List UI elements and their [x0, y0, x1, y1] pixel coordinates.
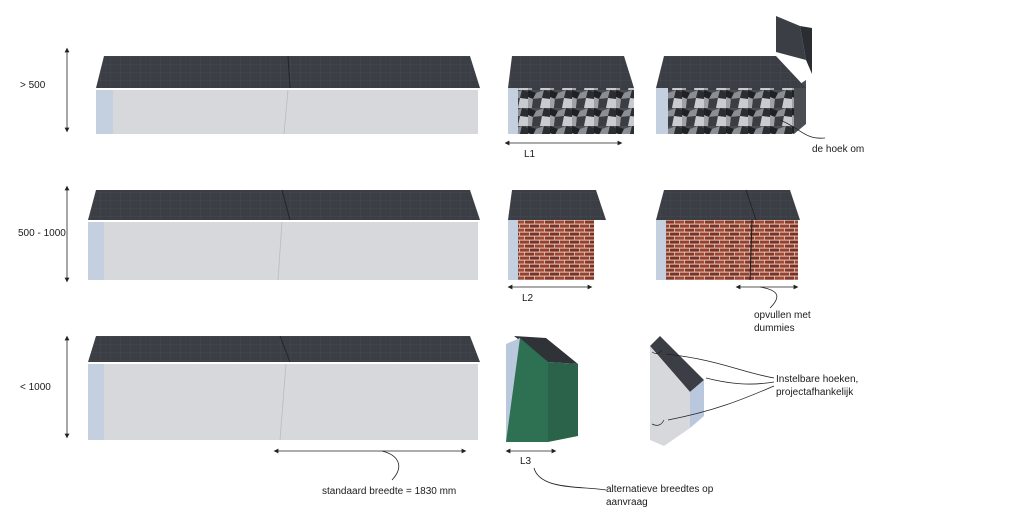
green-face — [506, 338, 548, 442]
row-label-1: > 500 — [20, 80, 46, 91]
annotation-adjustable-line1: Instelbare hoeken, — [776, 374, 858, 385]
panel-brick-with-dummy: opvullen met dummies — [656, 189, 811, 334]
dimension-l2-label: L2 — [522, 293, 534, 304]
leader-alt-widths — [533, 467, 607, 491]
annotation-dummy-line2: dummies — [754, 323, 795, 334]
row-label-2: 500 - 1000 — [18, 228, 66, 239]
dimension-l3-label: L3 — [520, 456, 532, 467]
panel-l3-green: L3 alternatieve breedtes op aanvraag — [505, 336, 714, 508]
panel-front — [113, 90, 478, 134]
leader-adjustable-3 — [667, 385, 775, 421]
corner-cap-upright — [776, 16, 806, 60]
annotation-dummy-line1: opvullen met — [754, 310, 811, 321]
annotation-alt-widths-line1: alternatieve breedtes op — [606, 484, 714, 495]
panel-adjustable-corner: Instelbare hoeken, projectafhankelijk — [650, 336, 858, 446]
cap-top — [96, 56, 480, 88]
leader-corner — [779, 119, 826, 139]
rock-face — [518, 88, 634, 134]
dimension-l1-label: L1 — [524, 149, 536, 160]
dimension-standard-label: standaard breedte = 1830 mm — [322, 486, 456, 497]
standard-panel-wall — [96, 55, 480, 135]
brick-face — [518, 220, 594, 280]
standard-panel-wall-2 — [88, 189, 480, 281]
row-1: > 500 L1 de hoek om — [20, 16, 864, 160]
annotation-alt-widths-line2: aanvraag — [606, 497, 648, 508]
panel-l1-rock: L1 — [504, 56, 634, 160]
leader-adjustable-2 — [705, 377, 775, 385]
leader-dummy — [759, 286, 778, 309]
annotation-corner: de hoek om — [812, 144, 864, 155]
panel-corner-rock: de hoek om — [656, 16, 864, 155]
panel-l2-brick: L2 — [507, 190, 606, 304]
row-label-3: < 1000 — [20, 382, 51, 393]
annotation-adjustable-line2: projectafhankelijk — [776, 387, 854, 398]
row-2: 500 - 1000 L2 opvullen met dummies — [18, 185, 811, 334]
standard-panel-wall-3: standaard breedte = 1830 mm — [88, 335, 480, 497]
row-3: < 1000 standaard breedte = 1830 mm L3 al… — [20, 335, 858, 508]
panel-side — [96, 90, 113, 134]
leader-adjustable-1 — [665, 353, 775, 379]
